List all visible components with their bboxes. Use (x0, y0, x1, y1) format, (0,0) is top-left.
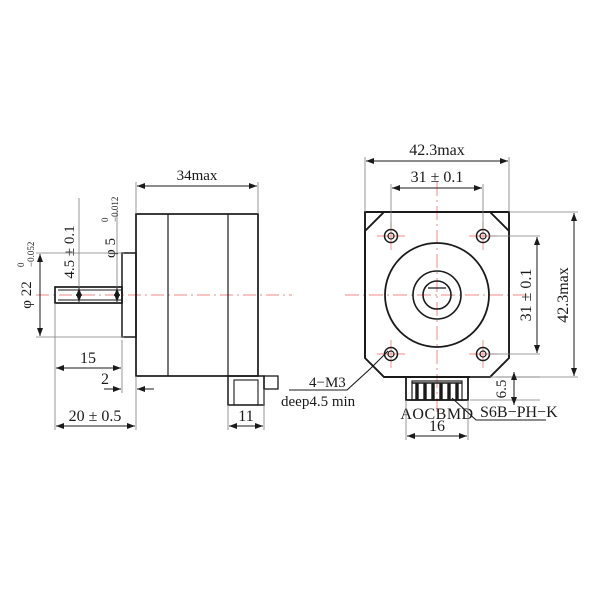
front-connector-cavity (411, 380, 463, 401)
front-bearing-circle (412, 270, 462, 320)
dim-body-height: 42.3max (555, 267, 572, 323)
mounting-hole-bottom-left (377, 340, 405, 368)
annotation-mounting-holes-line1: 4−M3 (309, 375, 346, 391)
connector-pin-labels: AOCBMD (400, 406, 473, 423)
front-shaft-circle (422, 280, 452, 310)
side-connector-inner (233, 379, 259, 406)
motor-shaft (54, 286, 123, 304)
dim-flat-length: 4.5 ± 0.1 (62, 225, 78, 278)
front-body-chamfer-topright (489, 211, 510, 232)
front-pilot-boss-circle (384, 242, 490, 348)
dim-flange-tol-upper: 0 (16, 262, 26, 267)
dim-body-width: 42.3max (409, 142, 465, 159)
front-body-chamfer-topleft (364, 211, 385, 232)
side-view: 34max 4.5 ± 0.1 φ 5 0 −0.012 φ 22 0 −0.0… (16, 168, 292, 430)
dim-hole-pitch-vertical: 31 ± 0.1 (518, 269, 535, 322)
front-connector (405, 376, 469, 401)
dim-total-length: 20 ± 0.5 (69, 408, 122, 425)
dim-shaft-diameter: φ 5 (103, 238, 119, 258)
dim-body-length: 34max (177, 168, 218, 184)
dim-flange-tol-lower: −0.052 (26, 242, 36, 267)
dim-flange-diameter: φ 22 (19, 281, 35, 308)
annotation-mounting-holes-line2: deep4.5 min (281, 394, 356, 410)
dim-boss-height: 2 (101, 371, 109, 388)
dim-shaft-length: 15 (80, 350, 96, 367)
dim-hole-pitch-horizontal: 31 ± 0.1 (411, 169, 464, 186)
dim-side-connector-width: 11 (238, 408, 253, 425)
dim-connector-offset: 6.5 (494, 380, 510, 399)
leader-s6b (451, 397, 546, 421)
leader-4m3 (289, 350, 389, 391)
side-connector-tab (263, 375, 279, 390)
dim-shaft-tol-lower: −0.012 (110, 197, 120, 222)
dim-connector-width: 16 (429, 418, 445, 435)
annotation-connector-part: S6B−PH−K (480, 404, 558, 421)
dim-shaft-tol-upper: 0 (100, 217, 110, 222)
front-view: AOCBMD 42.3max 31 ± 0.1 31 ± 0.1 42.3max… (281, 142, 578, 440)
